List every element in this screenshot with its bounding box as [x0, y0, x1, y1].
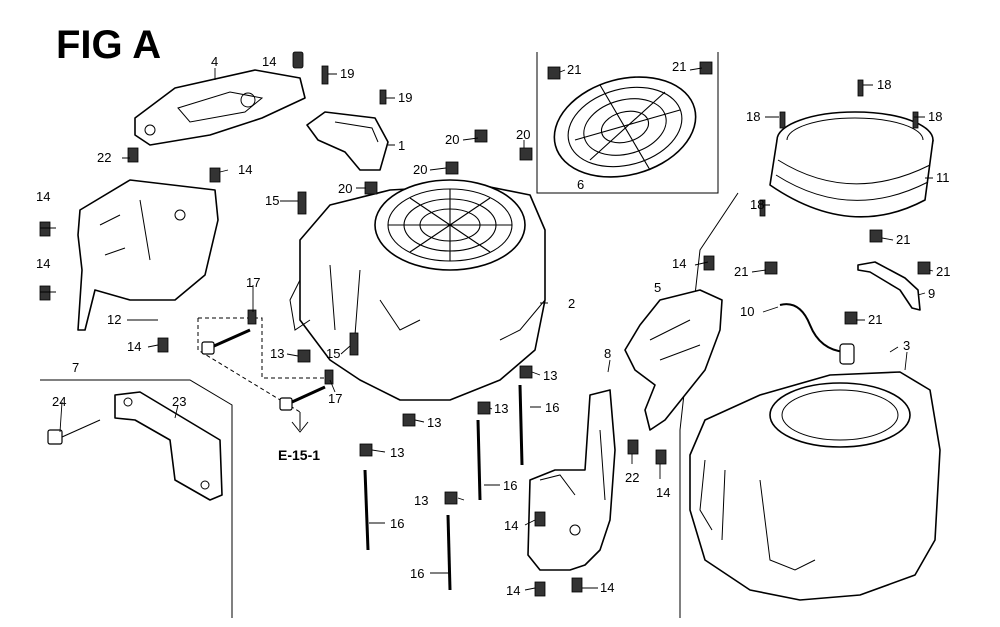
- callout-14-e: 14: [127, 339, 141, 354]
- side-plate-part-7: [77, 179, 219, 331]
- callout-23: 23: [172, 394, 186, 409]
- leader-lines: [40, 67, 934, 591]
- side-plate-part-8: [527, 389, 616, 571]
- callout-12: 12: [107, 312, 121, 327]
- callout-17-b: 17: [328, 391, 342, 406]
- long-bolts-part-17: [201, 309, 334, 411]
- callout-20-b: 20: [413, 162, 427, 177]
- callout-4: 4: [211, 54, 218, 69]
- callout-1: 1: [398, 138, 405, 153]
- bracket-part-1: [306, 111, 389, 171]
- callout-14-f: 14: [672, 256, 686, 271]
- callout-19-a: 19: [340, 66, 354, 81]
- fasteners: [39, 51, 931, 597]
- bolt-part-24: [47, 419, 101, 445]
- fan-shroud-part-2: [289, 179, 546, 401]
- callout-14-d: 14: [36, 256, 50, 271]
- callout-13-b: 13: [543, 368, 557, 383]
- callout-7: 7: [72, 360, 79, 375]
- callout-14-g: 14: [656, 485, 670, 500]
- side-cover-part-5: [624, 289, 723, 431]
- callout-labels: 4 14 19 19 1 20 20 20 20 21 21 6 18 18 1…: [36, 54, 950, 598]
- callout-13-a: 13: [270, 346, 284, 361]
- callout-10: 10: [740, 304, 754, 319]
- callout-13-f: 13: [414, 493, 428, 508]
- callout-21-e: 21: [936, 264, 950, 279]
- callout-21-f: 21: [868, 312, 882, 327]
- callout-5: 5: [654, 280, 661, 295]
- callout-2: 2: [568, 296, 575, 311]
- callout-13-e: 13: [390, 445, 404, 460]
- callout-15-b: 15: [326, 346, 340, 361]
- callout-6: 6: [577, 177, 584, 192]
- callout-21-c: 21: [896, 232, 910, 247]
- callout-14-b: 14: [238, 162, 252, 177]
- figure-title: FIG A: [56, 23, 161, 67]
- reference-label: E-15-1: [278, 447, 320, 463]
- callout-14-j: 14: [600, 580, 614, 595]
- callout-18-c: 18: [928, 109, 942, 124]
- callout-14-i: 14: [506, 583, 520, 598]
- callout-16-d: 16: [410, 566, 424, 581]
- callout-14-a: 14: [262, 54, 276, 69]
- callout-16-c: 16: [390, 516, 404, 531]
- callout-21-d: 21: [734, 264, 748, 279]
- callout-21-a: 21: [567, 62, 581, 77]
- callout-20-a: 20: [445, 132, 459, 147]
- fan-ring-part-11: [769, 111, 934, 218]
- callout-22-b: 22: [625, 470, 639, 485]
- callout-22-a: 22: [97, 150, 111, 165]
- callout-20-c: 20: [338, 181, 352, 196]
- lead-part-10: [779, 303, 855, 365]
- callout-3: 3: [903, 338, 910, 353]
- blower-housing-part-3: [689, 371, 941, 601]
- fan-guard-part-6: [553, 76, 697, 178]
- plate-part-23: [114, 391, 223, 501]
- callout-9: 9: [928, 286, 935, 301]
- callout-13-c: 13: [494, 401, 508, 416]
- callout-21-b: 21: [672, 59, 686, 74]
- bracket-part-9: [857, 261, 921, 311]
- callout-11: 11: [936, 170, 950, 185]
- callout-16-a: 16: [545, 400, 559, 415]
- callout-8: 8: [604, 346, 611, 361]
- callout-18-d: 18: [750, 197, 764, 212]
- callout-14-h: 14: [504, 518, 518, 533]
- studs-part-16: [363, 384, 524, 591]
- upper-shroud-plate-part-4: [134, 69, 306, 146]
- callout-15-a: 15: [265, 193, 279, 208]
- callout-24: 24: [52, 394, 66, 409]
- callout-18-b: 18: [746, 109, 760, 124]
- callout-17-a: 17: [246, 275, 260, 290]
- callout-16-b: 16: [503, 478, 517, 493]
- callout-14-c: 14: [36, 189, 50, 204]
- callout-20-d: 20: [516, 127, 530, 142]
- reference-arrow: E-15-1: [278, 412, 320, 463]
- callout-19-b: 19: [398, 90, 412, 105]
- callout-13-d: 13: [427, 415, 441, 430]
- callout-18-a: 18: [877, 77, 891, 92]
